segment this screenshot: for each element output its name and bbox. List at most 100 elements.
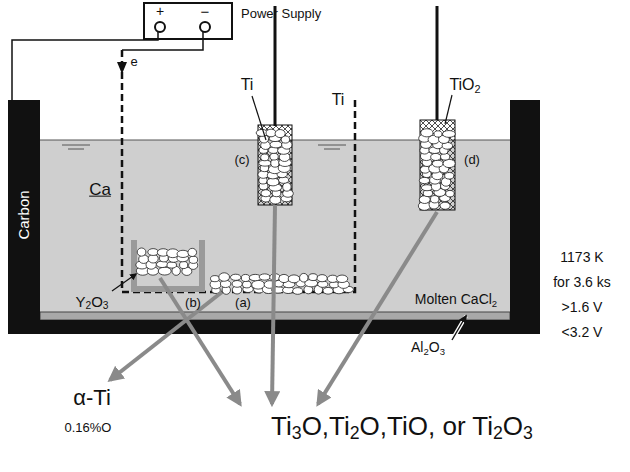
granule — [442, 131, 455, 138]
granule — [293, 288, 303, 295]
granule — [167, 262, 177, 268]
text-run: (c) — [234, 152, 249, 167]
text-run: O,TiO, or Ti — [360, 411, 493, 441]
leader-line — [445, 95, 452, 124]
subscript: 2 — [86, 300, 92, 311]
granule — [241, 274, 249, 281]
subscript: 3 — [523, 423, 533, 443]
mesh-basket — [420, 120, 455, 210]
granule — [219, 273, 230, 281]
product-label: Ti3O,Ti2O,TiO, or Ti2O3 — [271, 412, 533, 441]
subscript: 2 — [492, 298, 497, 309]
text-run: Ti — [271, 411, 292, 441]
granule — [440, 202, 450, 209]
granule — [230, 274, 240, 280]
granule — [261, 190, 271, 197]
granule — [243, 281, 252, 288]
granule — [232, 281, 242, 288]
text-run: Power Supply — [241, 6, 321, 21]
text-run: α-Ti — [73, 385, 111, 410]
callout-letter: (c) — [234, 153, 249, 167]
callout-letter: (a) — [235, 296, 251, 310]
terminal — [155, 22, 165, 32]
granule — [300, 273, 308, 282]
granule — [137, 248, 146, 256]
granule — [288, 275, 300, 283]
bath-label: Molten CaCl2 — [415, 292, 497, 307]
crucible-label: Carbon — [16, 190, 33, 239]
leaders — [110, 95, 466, 404]
condition-label: <3.2 V — [562, 325, 603, 340]
composition-label: 0.16%O — [65, 421, 112, 435]
text-run: e — [130, 54, 137, 69]
text-run: TiO — [449, 76, 474, 93]
subscript: 2 — [350, 423, 360, 443]
granule — [443, 159, 455, 167]
text-run: Ti — [241, 76, 254, 93]
part-label: TiO2 — [449, 76, 480, 94]
text-run: >1.6 V — [562, 299, 603, 315]
granule — [270, 153, 278, 160]
part-label: Al2O3 — [411, 340, 445, 355]
granule — [317, 275, 327, 282]
granule — [261, 154, 269, 161]
leader-line — [452, 316, 466, 340]
surface-marks — [62, 145, 346, 149]
subscript: 2 — [423, 346, 428, 357]
subscript: 2 — [493, 423, 503, 443]
electrode-rod — [274, 6, 277, 126]
text-run: Carbon — [15, 190, 32, 239]
text-run: O — [429, 339, 440, 355]
yttria-crucible — [134, 240, 202, 289]
text-run: (a) — [235, 295, 251, 310]
granule — [432, 160, 443, 167]
granule — [430, 196, 438, 203]
part-label: Ti — [332, 91, 345, 109]
granules — [136, 129, 456, 295]
granule — [189, 256, 198, 263]
granule — [266, 129, 276, 137]
subscript: 3 — [440, 346, 445, 357]
part-label: Ti — [241, 76, 254, 94]
text-run: − — [201, 3, 210, 20]
text-run: for 3.6 ks — [553, 274, 611, 290]
condition-label: 1173 K — [560, 250, 603, 265]
callout-letter: (d) — [464, 153, 480, 167]
terminal — [200, 22, 210, 32]
anode-wire — [12, 32, 158, 100]
granule — [279, 274, 289, 282]
granule — [309, 274, 318, 281]
terminal-sign: − — [201, 4, 210, 21]
granule — [210, 276, 219, 282]
granule — [177, 250, 189, 257]
subscript: 3 — [103, 300, 109, 311]
device-label: Power Supply — [241, 6, 321, 21]
text-run: Molten CaCl — [415, 291, 492, 307]
condition-label: >1.6 V — [562, 300, 603, 315]
granule — [188, 248, 197, 256]
text-run: (d) — [464, 152, 480, 167]
granule — [431, 153, 441, 160]
granule — [446, 190, 454, 196]
granule — [434, 131, 442, 137]
text-run: <3.2 V — [562, 324, 603, 340]
text-run: 1173 K — [560, 249, 603, 265]
granule — [259, 274, 270, 280]
granule — [323, 287, 333, 294]
leader-line — [110, 292, 222, 380]
text-run: O,Ti — [302, 411, 350, 441]
leader-line — [160, 278, 240, 404]
power-supply-body — [143, 2, 233, 40]
leader-line — [452, 316, 466, 340]
text-run: Al — [411, 339, 423, 355]
electron-arrow — [117, 62, 127, 74]
leader-line — [272, 205, 275, 404]
granule — [180, 261, 188, 268]
text-run: (b) — [185, 295, 201, 310]
granule — [158, 267, 171, 275]
granule — [336, 275, 347, 282]
text-run: Ca — [89, 180, 111, 199]
granule — [148, 249, 159, 256]
part-label: Y2O3 — [75, 294, 108, 311]
